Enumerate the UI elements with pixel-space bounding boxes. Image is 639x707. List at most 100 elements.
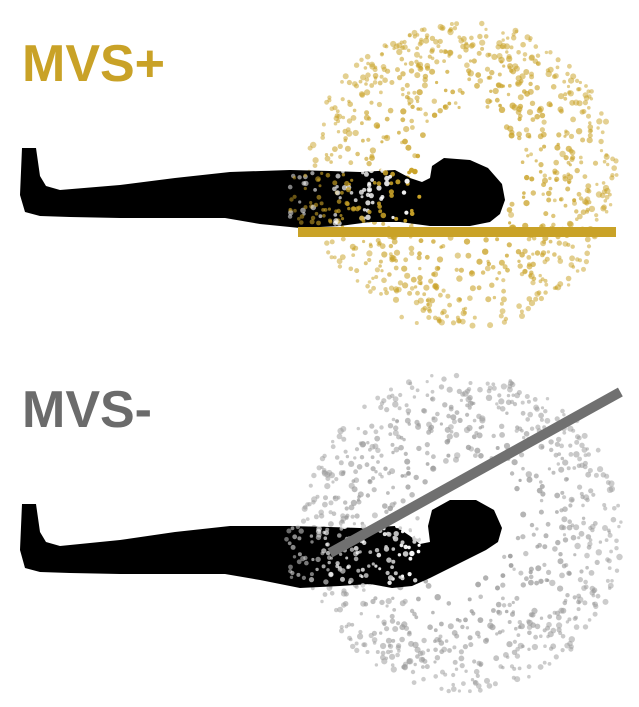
radiation-dot <box>415 321 419 325</box>
radiation-dot <box>352 479 356 483</box>
radiation-dot <box>567 181 570 184</box>
radiation-dot <box>410 125 415 130</box>
radiation-dot <box>507 207 513 213</box>
radiation-dot <box>562 564 567 569</box>
chest-dot <box>302 576 306 580</box>
radiation-dot <box>430 397 434 401</box>
radiation-dot <box>396 419 399 422</box>
radiation-dot <box>400 108 406 114</box>
radiation-dot <box>330 153 334 157</box>
radiation-dot <box>508 212 514 218</box>
radiation-dot <box>561 634 566 639</box>
radiation-dot <box>338 144 343 149</box>
radiation-dot <box>343 136 348 141</box>
radiation-dot <box>441 309 447 315</box>
radiation-dot <box>608 566 612 570</box>
chest-dot <box>292 534 297 539</box>
radiation-dot <box>395 653 400 658</box>
radiation-dot <box>600 149 603 152</box>
chest-dot <box>364 172 369 177</box>
radiation-dot <box>534 44 539 49</box>
radiation-dot <box>403 257 408 262</box>
radiation-dot <box>611 517 617 523</box>
radiation-dot <box>380 269 383 272</box>
radiation-dot <box>340 80 344 84</box>
radiation-dot <box>363 430 368 435</box>
radiation-dot <box>542 178 548 184</box>
radiation-dot <box>414 72 420 78</box>
radiation-dot <box>606 163 609 166</box>
radiation-dot <box>610 579 614 583</box>
radiation-dot <box>412 680 417 685</box>
radiation-dot <box>302 506 308 512</box>
radiation-dot <box>557 240 562 245</box>
radiation-dot <box>499 260 505 266</box>
radiation-dot <box>435 81 438 84</box>
chest-dot <box>412 169 418 175</box>
radiation-dot <box>589 570 595 576</box>
radiation-dot <box>433 660 436 663</box>
radiation-dot <box>374 275 378 279</box>
radiation-dot <box>585 472 591 478</box>
radiation-dot <box>520 534 525 539</box>
chest-dot <box>369 168 374 173</box>
radiation-dot <box>507 242 512 247</box>
radiation-dot <box>615 173 619 177</box>
radiation-dot <box>474 431 478 435</box>
radiation-dot <box>398 393 402 397</box>
radiation-dot <box>617 525 620 528</box>
radiation-dot <box>447 434 453 440</box>
radiation-dot <box>351 515 355 519</box>
radiation-dot <box>366 441 369 444</box>
radiation-dot <box>458 619 462 623</box>
radiation-dot <box>339 460 344 465</box>
chest-dot <box>296 525 300 529</box>
radiation-dot <box>541 250 546 255</box>
radiation-dot <box>381 658 387 664</box>
radiation-dot <box>394 44 400 50</box>
radiation-dot <box>519 79 523 83</box>
radiation-dot <box>521 401 525 405</box>
radiation-dot <box>364 110 369 115</box>
radiation-dot <box>428 279 433 284</box>
radiation-dot <box>498 73 502 77</box>
radiation-dot <box>605 538 609 542</box>
chest-dot <box>289 208 292 211</box>
radiation-dot <box>422 292 426 296</box>
radiation-dot <box>419 56 422 59</box>
radiation-dot <box>469 36 474 41</box>
radiation-dot <box>575 168 580 173</box>
radiation-dot <box>514 627 518 631</box>
radiation-dot <box>529 567 534 572</box>
chest-dot <box>394 571 398 575</box>
radiation-dot <box>586 89 590 93</box>
radiation-dot <box>487 683 493 689</box>
chest-dot <box>310 572 314 576</box>
radiation-dot <box>447 648 452 653</box>
radiation-dot <box>569 134 574 139</box>
radiation-dot <box>602 503 606 507</box>
radiation-dot <box>507 126 513 132</box>
radiation-dot <box>430 466 436 472</box>
radiation-dot <box>474 83 480 89</box>
radiation-dot <box>491 54 497 60</box>
chest-dot <box>293 555 296 558</box>
radiation-dot <box>484 678 490 684</box>
radiation-dot <box>447 303 452 308</box>
radiation-dot <box>453 457 459 463</box>
radiation-dot <box>455 268 459 272</box>
radiation-dot <box>397 75 402 80</box>
chest-dot <box>340 577 345 582</box>
radiation-dot <box>415 291 420 296</box>
chest-dot <box>377 553 382 558</box>
chest-dot <box>386 571 390 575</box>
radiation-dot <box>434 286 439 291</box>
radiation-dot <box>570 157 575 162</box>
radiation-dot <box>536 62 540 66</box>
radiation-dot <box>581 504 585 508</box>
radiation-dot <box>602 181 606 185</box>
radiation-dot <box>449 405 454 410</box>
radiation-dot <box>583 174 588 179</box>
radiation-dot <box>570 498 573 501</box>
radiation-dot <box>460 399 463 402</box>
